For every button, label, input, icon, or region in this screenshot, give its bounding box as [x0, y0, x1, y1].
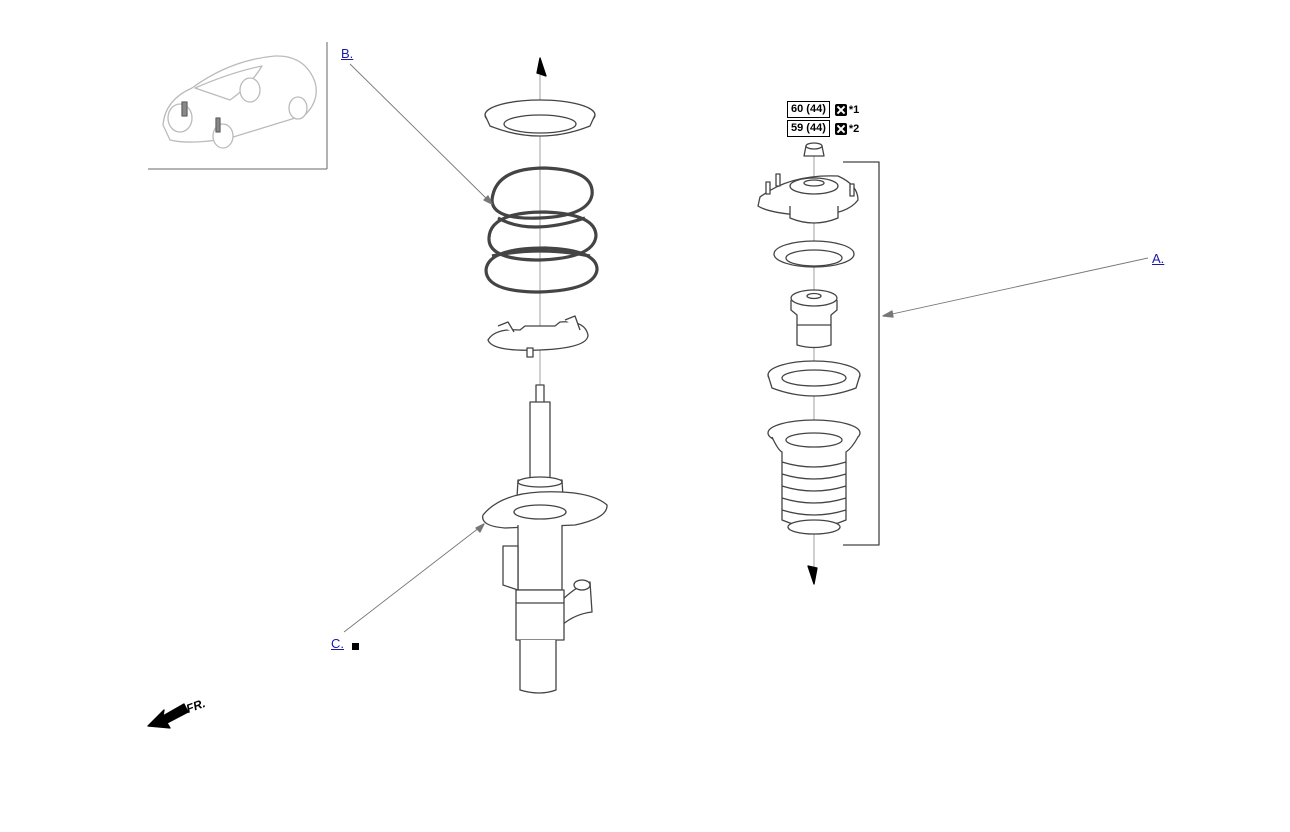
callout-b[interactable]: B. — [341, 46, 354, 61]
leader-line-c — [343, 523, 485, 633]
vehicle-location-thumbnail — [148, 42, 328, 170]
torque-note: *1 — [848, 103, 860, 116]
arrow-up-icon — [536, 57, 547, 77]
dust-boot — [767, 419, 861, 535]
spring-upper-seat — [484, 99, 596, 137]
important-marker-icon — [352, 643, 359, 650]
torque-note: *2 — [848, 122, 860, 135]
callout-a[interactable]: A. — [1152, 251, 1165, 266]
callout-c[interactable]: C. — [331, 636, 344, 651]
leader-line-a — [882, 257, 1149, 317]
torque-value: 60 (44) — [787, 101, 830, 118]
upper-support — [757, 173, 859, 224]
replace-part-icon — [834, 122, 847, 135]
torque-value: 59 (44) — [787, 120, 830, 137]
arrow-down-icon — [807, 565, 818, 585]
front-direction-arrow-icon — [147, 703, 189, 729]
leader-line-b — [349, 63, 493, 205]
leader-arrow-a — [882, 310, 894, 318]
bump-stopper — [790, 289, 838, 349]
bracket-a — [843, 161, 880, 546]
replace-part-icon — [834, 103, 847, 116]
torque-spec-2: 59 (44) *2 — [787, 120, 859, 137]
spring-lower-insulator — [487, 315, 589, 358]
leader-arrow-b — [483, 195, 493, 205]
coil-spring — [484, 166, 599, 294]
shock-absorber — [482, 384, 608, 694]
leader-arrow-c — [475, 523, 485, 533]
torque-spec-1: 60 (44) *1 — [787, 101, 859, 118]
nut — [803, 142, 825, 157]
dust-cover-seat — [767, 360, 861, 397]
bearing — [773, 240, 855, 268]
